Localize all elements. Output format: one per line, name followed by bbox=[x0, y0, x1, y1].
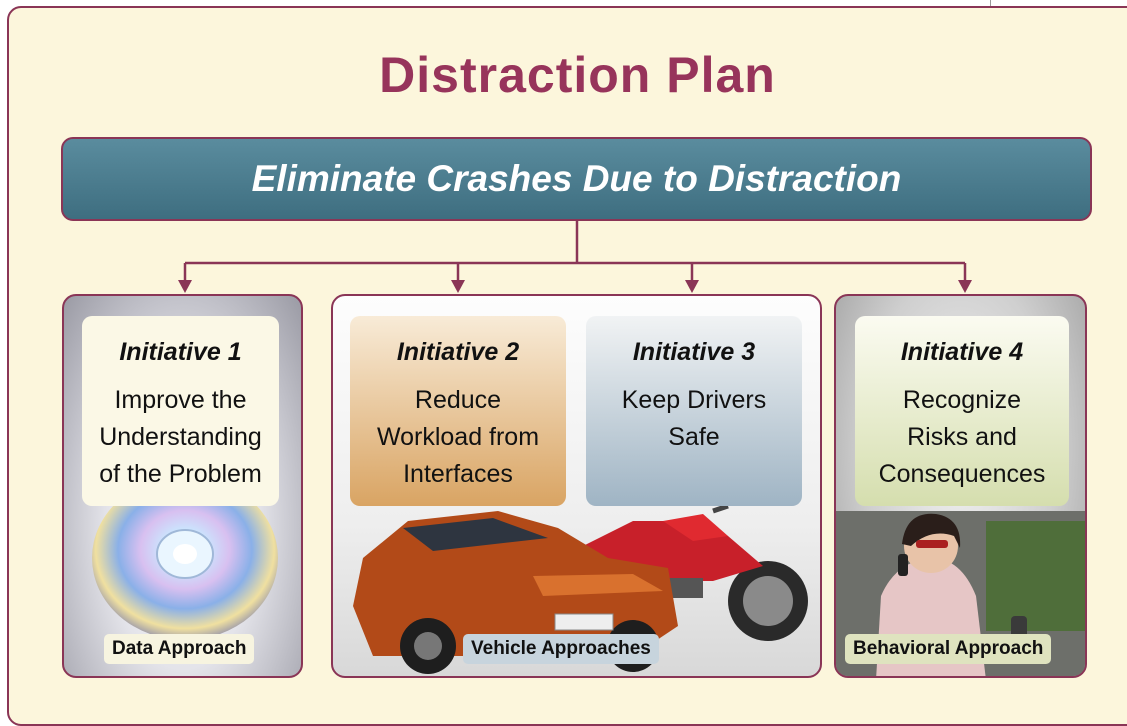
arrowhead-1 bbox=[178, 280, 192, 293]
description-line: Consequences bbox=[878, 460, 1046, 488]
description-line: Improve the bbox=[114, 386, 247, 414]
description-line: Workload from bbox=[376, 423, 540, 451]
description-line: Risks and bbox=[907, 423, 1017, 451]
initiative-description: Reduce Workload from Interfaces bbox=[350, 382, 566, 493]
behavioral-approach-panel: Initiative 4 Recognize Risks and Consequ… bbox=[834, 294, 1087, 678]
approach-label: Vehicle Approaches bbox=[463, 634, 659, 664]
description-line: Interfaces bbox=[403, 460, 513, 488]
initiative-card-2: Initiative 2 Reduce Workload from Interf… bbox=[350, 316, 566, 506]
initiative-heading: Initiative 3 bbox=[632, 338, 756, 366]
initiative-card-4: Initiative 4 Recognize Risks and Consequ… bbox=[855, 316, 1069, 506]
initiative-description: Improve the Understanding of the Problem bbox=[82, 382, 279, 493]
description-line: Safe bbox=[668, 423, 720, 451]
approach-label: Behavioral Approach bbox=[845, 634, 1052, 664]
vehicle-approaches-panel: Initiative 2 Reduce Workload from Interf… bbox=[331, 294, 822, 678]
initiative-description: Keep Drivers Safe bbox=[586, 382, 802, 456]
initiative-heading: Initiative 1 bbox=[119, 338, 242, 366]
description-line: Understanding bbox=[99, 423, 262, 451]
car-and-motorcycle-icon bbox=[353, 503, 808, 674]
initiative-description: Recognize Risks and Consequences bbox=[855, 382, 1069, 493]
arrowhead-4 bbox=[958, 280, 972, 293]
description-line: of the Problem bbox=[99, 460, 262, 488]
description-line: Reduce bbox=[414, 386, 502, 414]
approach-label: Data Approach bbox=[104, 634, 255, 664]
description-line: Recognize bbox=[902, 386, 1022, 414]
initiative-heading: Initiative 2 bbox=[396, 338, 520, 366]
description-line: Keep Drivers bbox=[621, 386, 767, 414]
goal-box: Eliminate Crashes Due to Distraction bbox=[61, 137, 1092, 221]
page-title: Distraction Plan bbox=[379, 47, 776, 103]
corner-line bbox=[990, 0, 991, 10]
arrowhead-3 bbox=[685, 280, 699, 293]
initiative-heading: Initiative 4 bbox=[900, 338, 1024, 366]
initiative-card-3: Initiative 3 Keep Drivers Safe bbox=[586, 316, 802, 506]
arrowhead-2 bbox=[451, 280, 465, 293]
cd-disc-icon bbox=[92, 476, 278, 640]
data-approach-panel: Initiative 1 Improve the Understanding o… bbox=[62, 294, 303, 678]
initiative-card-1: Initiative 1 Improve the Understanding o… bbox=[82, 316, 279, 506]
